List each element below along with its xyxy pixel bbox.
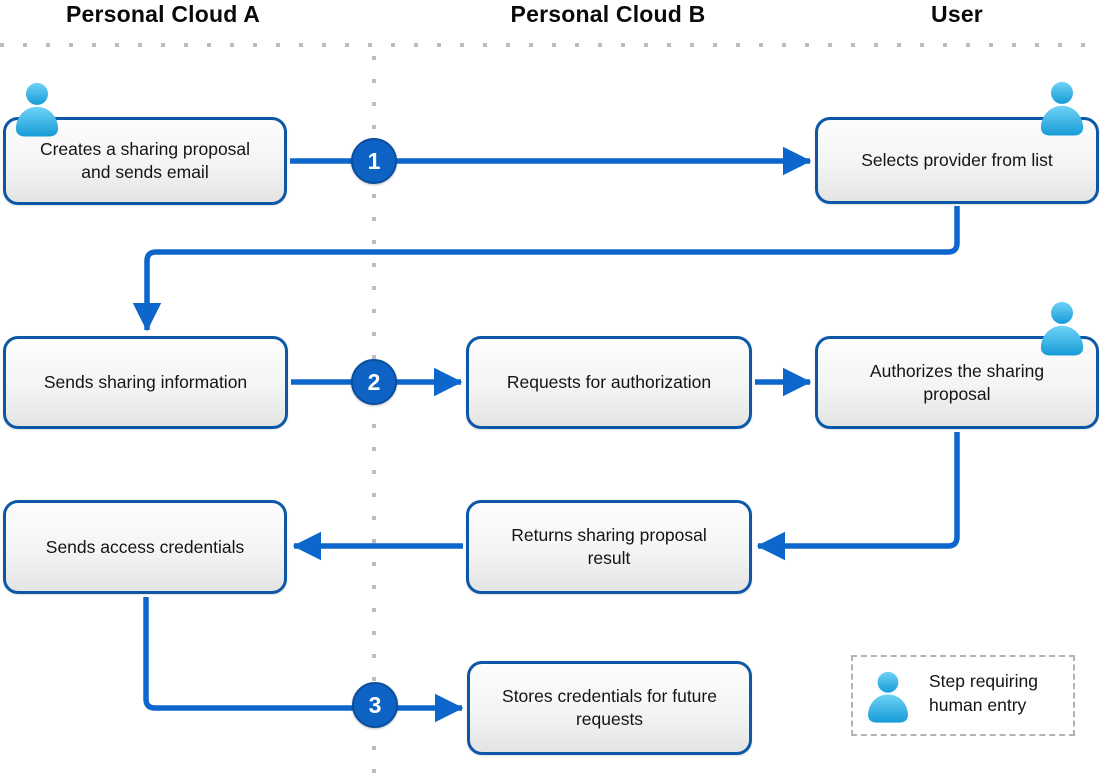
step-number: 1 bbox=[367, 147, 381, 174]
step-badge-3: 3 bbox=[352, 682, 398, 728]
node-stores-credentials: Stores credentials for future requests bbox=[467, 661, 752, 755]
column-header-personal-cloud-a: Personal Cloud A bbox=[65, 1, 261, 27]
node-label: Stores credentials for future requests bbox=[502, 686, 717, 729]
node-label: Selects provider from list bbox=[861, 150, 1053, 171]
node-label: Returns sharing proposal result bbox=[511, 525, 707, 568]
legend-label-line1: Step requiring bbox=[929, 671, 1038, 691]
legend-label: Step requiring human entry bbox=[929, 670, 1038, 717]
column-header-user: User bbox=[931, 1, 983, 27]
arrow-select-to-sendinfo bbox=[132, 206, 960, 332]
person-icon bbox=[868, 671, 908, 723]
step-number: 2 bbox=[367, 368, 381, 395]
node-label: Creates a sharing proposal and sends ema… bbox=[39, 139, 251, 182]
node-creates-sharing-proposal: Creates a sharing proposal and sends ema… bbox=[3, 117, 287, 205]
node-sends-access-credentials: Sends access credentials bbox=[3, 500, 287, 594]
node-label: Authorizes the sharing proposal bbox=[869, 360, 1045, 404]
node-sends-sharing-information: Sends sharing information bbox=[3, 336, 288, 429]
arrow-authorize-to-returns bbox=[756, 432, 960, 561]
person-icon bbox=[15, 82, 59, 137]
person-icon bbox=[1040, 81, 1084, 136]
node-requests-authorization: Requests for authorization bbox=[466, 336, 752, 429]
node-label: Requests for authorization bbox=[506, 372, 712, 393]
legend-label-line2: human entry bbox=[929, 694, 1027, 715]
header-divider-dotted-line bbox=[0, 43, 1101, 47]
node-label: Sends sharing information bbox=[43, 372, 248, 393]
step-badge-2: 2 bbox=[351, 359, 397, 405]
step-badge-1: 1 bbox=[351, 138, 397, 184]
column-header-personal-cloud-b: Personal Cloud B bbox=[510, 1, 706, 27]
node-selects-provider: Selects provider from list bbox=[815, 117, 1099, 204]
step-number: 3 bbox=[368, 691, 382, 718]
node-returns-proposal-result: Returns sharing proposal result bbox=[466, 500, 752, 594]
node-label: Sends access credentials bbox=[45, 536, 245, 557]
column-divider-dotted-line bbox=[372, 56, 376, 773]
arrow-credentials-to-stores bbox=[143, 597, 464, 723]
person-icon bbox=[1040, 301, 1084, 356]
legend-box: Step requiring human entry bbox=[851, 655, 1075, 736]
